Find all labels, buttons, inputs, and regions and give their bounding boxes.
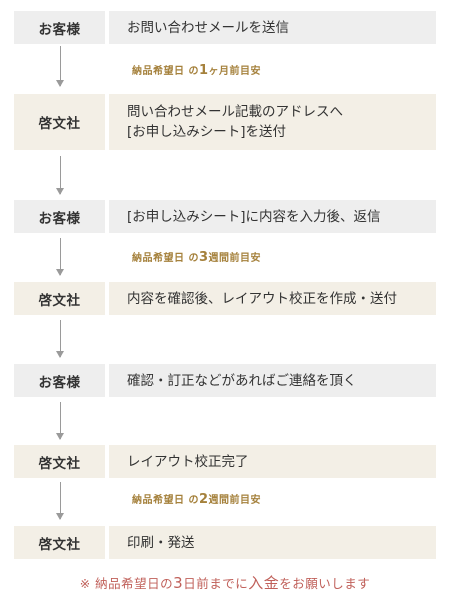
action-text: レイアウト校正完了 — [109, 445, 436, 478]
down-arrow-icon — [56, 46, 64, 87]
action-line: [お申し込みシート]を送付 — [127, 124, 287, 140]
action-text: 確認・訂正などがあればご連絡を頂く — [109, 364, 436, 397]
actor-label: 啓文社 — [14, 526, 105, 559]
payment-note: ※ 納品希望日の3日前までに入金をお願いします — [79, 574, 371, 592]
action-line: 印刷・発送 — [127, 534, 195, 551]
action-text: 問い合わせメール記載のアドレスへ [お申し込みシート]を送付 — [109, 94, 436, 150]
action-line: 問い合わせメール記載のアドレスへ — [127, 104, 343, 120]
flow-step-2: 啓文社 問い合わせメール記載のアドレスへ [お申し込みシート]を送付 — [14, 94, 436, 150]
flow-step-3: お客様 [お申し込みシート]に内容を入力後、返信 — [14, 200, 436, 233]
action-line: 確認・訂正などがあればご連絡を頂く — [127, 372, 357, 389]
action-line: レイアウト校正完了 — [127, 453, 249, 470]
deadline-note: 納品希望日 の3週間前目安 — [132, 250, 262, 265]
down-arrow-icon — [56, 320, 64, 358]
flow-step-4: 啓文社 内容を確認後、レイアウト校正を作成・送付 — [14, 282, 436, 315]
action-line: お問い合わせメールを送信 — [127, 19, 289, 36]
actor-label: お客様 — [14, 364, 105, 397]
flow-step-7: 啓文社 印刷・発送 — [14, 526, 436, 559]
action-line: 内容を確認後、レイアウト校正を作成・送付 — [127, 290, 397, 307]
actor-label: お客様 — [14, 200, 105, 233]
deadline-note: 納品希望日 の2週間前目安 — [132, 492, 262, 507]
flow-step-6: 啓文社 レイアウト校正完了 — [14, 445, 436, 478]
down-arrow-icon — [56, 482, 64, 520]
action-text: お問い合わせメールを送信 — [109, 11, 436, 44]
actor-label: 啓文社 — [14, 94, 105, 150]
actor-label: 啓文社 — [14, 282, 105, 315]
down-arrow-icon — [56, 156, 64, 195]
actor-label: お客様 — [14, 11, 105, 44]
down-arrow-icon — [56, 402, 64, 440]
down-arrow-icon — [56, 238, 64, 276]
deadline-note: 納品希望日 の1ヶ月前目安 — [132, 63, 262, 78]
action-text: 内容を確認後、レイアウト校正を作成・送付 — [109, 282, 436, 315]
action-text: 印刷・発送 — [109, 526, 436, 559]
action-text: [お申し込みシート]に内容を入力後、返信 — [109, 200, 436, 233]
action-line: [お申し込みシート]に内容を入力後、返信 — [127, 208, 381, 225]
flow-step-5: お客様 確認・訂正などがあればご連絡を頂く — [14, 364, 436, 397]
actor-label: 啓文社 — [14, 445, 105, 478]
flow-step-1: お客様 お問い合わせメールを送信 — [14, 11, 436, 44]
